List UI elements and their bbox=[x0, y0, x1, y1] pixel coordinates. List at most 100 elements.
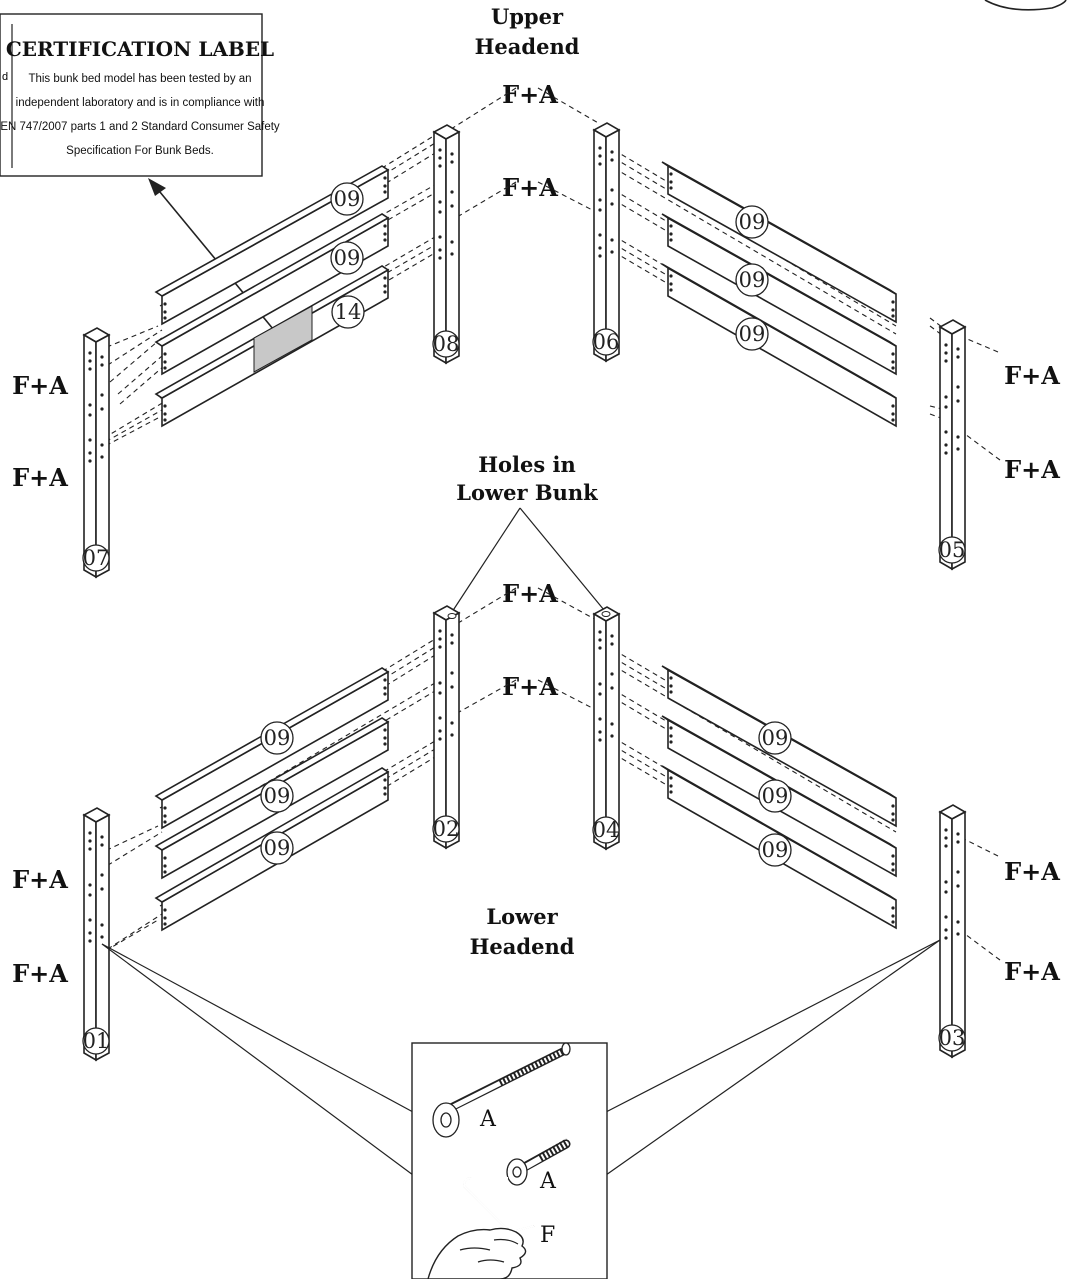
hole bbox=[383, 792, 387, 796]
hole bbox=[956, 832, 960, 836]
part-number-badge bbox=[758, 833, 792, 867]
short-bolt-label: A bbox=[539, 1169, 557, 1194]
hole bbox=[438, 156, 442, 160]
hole bbox=[669, 186, 673, 190]
post-upper-mid-right: 06 bbox=[592, 122, 621, 363]
hole bbox=[598, 730, 602, 734]
hole bbox=[438, 164, 442, 168]
rail-lower-left-3: 09 bbox=[154, 767, 390, 932]
hole bbox=[669, 288, 673, 292]
hole bbox=[383, 290, 387, 294]
hole bbox=[669, 684, 673, 688]
part-number-badge bbox=[330, 241, 364, 275]
hole bbox=[598, 717, 602, 721]
hole bbox=[891, 818, 895, 822]
rail-lower-right-3: 09 bbox=[661, 765, 897, 930]
hole bbox=[163, 820, 167, 824]
hole bbox=[891, 418, 895, 422]
hole bbox=[669, 784, 673, 788]
dashed-guide bbox=[99, 329, 163, 371]
hole bbox=[438, 629, 442, 633]
hole bbox=[450, 160, 454, 164]
hole bbox=[598, 208, 602, 212]
part-number: 09 bbox=[264, 726, 291, 750]
hole bbox=[383, 224, 387, 228]
post-face bbox=[605, 612, 620, 851]
hole bbox=[598, 162, 602, 166]
part-number: 05 bbox=[939, 538, 966, 562]
hole bbox=[891, 906, 895, 910]
part-number-badge bbox=[260, 721, 294, 755]
part-number-badge bbox=[758, 721, 792, 755]
hole bbox=[610, 250, 614, 254]
cert-line-4: Specification For Bunk Beds. bbox=[66, 145, 214, 157]
fa-label: F+A bbox=[1004, 857, 1060, 886]
hole bbox=[598, 233, 602, 237]
part-number: 09 bbox=[762, 726, 789, 750]
part-number-badge bbox=[758, 779, 792, 813]
rail-top bbox=[154, 165, 390, 297]
dashed-guide bbox=[119, 365, 165, 405]
part-number: 09 bbox=[264, 784, 291, 808]
hole bbox=[88, 931, 92, 935]
dashed-guide bbox=[929, 413, 947, 421]
top-hole bbox=[601, 611, 611, 617]
hole bbox=[163, 418, 167, 422]
rail-upper-right-1: 09 bbox=[661, 161, 897, 324]
hole bbox=[450, 685, 454, 689]
hole bbox=[383, 742, 387, 746]
hole bbox=[100, 873, 104, 877]
hole bbox=[383, 736, 387, 740]
dashed-guide bbox=[99, 831, 163, 871]
hole bbox=[944, 395, 948, 399]
hole bbox=[669, 180, 673, 184]
hole bbox=[669, 776, 673, 780]
hole bbox=[891, 920, 895, 924]
hole bbox=[944, 828, 948, 832]
hole bbox=[100, 407, 104, 411]
hole bbox=[383, 276, 387, 280]
hole bbox=[438, 729, 442, 733]
hole bbox=[88, 847, 92, 851]
hole bbox=[100, 455, 104, 459]
hole bbox=[163, 922, 167, 926]
fa-label: F+A bbox=[12, 463, 68, 492]
part-number-badge bbox=[260, 831, 294, 865]
hole bbox=[669, 690, 673, 694]
dashed-guide bbox=[613, 167, 897, 335]
part-number-badge bbox=[432, 815, 460, 843]
post-face bbox=[605, 128, 620, 363]
dashed-guide bbox=[537, 679, 601, 713]
hole bbox=[88, 403, 92, 407]
cert-edge-fragment: d bbox=[2, 71, 8, 83]
hole bbox=[438, 737, 442, 741]
cert-line-2: independent laboratory and is in complia… bbox=[16, 97, 265, 109]
hole bbox=[891, 914, 895, 918]
hole bbox=[163, 352, 167, 356]
post-lower-left: 01 bbox=[82, 807, 111, 1062]
hole bbox=[598, 154, 602, 158]
hole bbox=[88, 939, 92, 943]
rail-top bbox=[661, 765, 897, 901]
part-number-badge bbox=[938, 536, 966, 564]
hole bbox=[944, 928, 948, 932]
hole bbox=[669, 232, 673, 236]
dashed-guide bbox=[109, 335, 165, 383]
hole bbox=[450, 190, 454, 194]
hole bbox=[891, 314, 895, 318]
rail-top bbox=[661, 263, 897, 399]
part-number: 01 bbox=[83, 1029, 110, 1053]
part-number-badge bbox=[735, 263, 769, 297]
dashed-guide bbox=[537, 587, 601, 623]
part-number-badge bbox=[330, 182, 364, 216]
dashed-guide bbox=[451, 181, 517, 221]
allen-key-label: F bbox=[540, 1223, 555, 1248]
part-number: 04 bbox=[593, 818, 620, 842]
hole bbox=[383, 238, 387, 242]
fa-label: F+A bbox=[12, 865, 68, 894]
hole bbox=[450, 204, 454, 208]
certification-label-box: d CERTIFICATION LABEL This bunk bed mode… bbox=[0, 13, 280, 177]
cert-line-1: This bunk bed model has been tested by a… bbox=[28, 73, 251, 85]
hole bbox=[100, 393, 104, 397]
